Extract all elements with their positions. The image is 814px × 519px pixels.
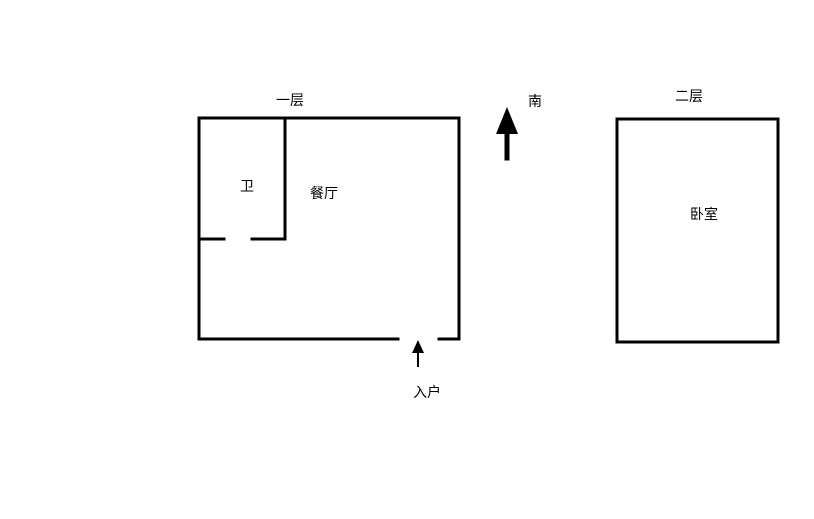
bedroom-label: 卧室	[690, 206, 718, 223]
first-floor-label: 一层	[276, 93, 304, 109]
entrance-arrow-icon	[412, 340, 424, 367]
entrance-label: 入户	[413, 384, 441, 401]
second-floor-plan: 二层 卧室	[615, 89, 780, 344]
compass: 南	[496, 94, 542, 161]
dining-room-label: 餐厅	[310, 186, 338, 202]
north-arrow-icon	[496, 107, 518, 161]
bathroom-label: 卫	[240, 179, 254, 195]
second-floor-label: 二层	[675, 89, 703, 105]
compass-label: 南	[528, 94, 542, 110]
first-floor-plan: 一层 卫 餐厅 入户	[197, 93, 461, 401]
